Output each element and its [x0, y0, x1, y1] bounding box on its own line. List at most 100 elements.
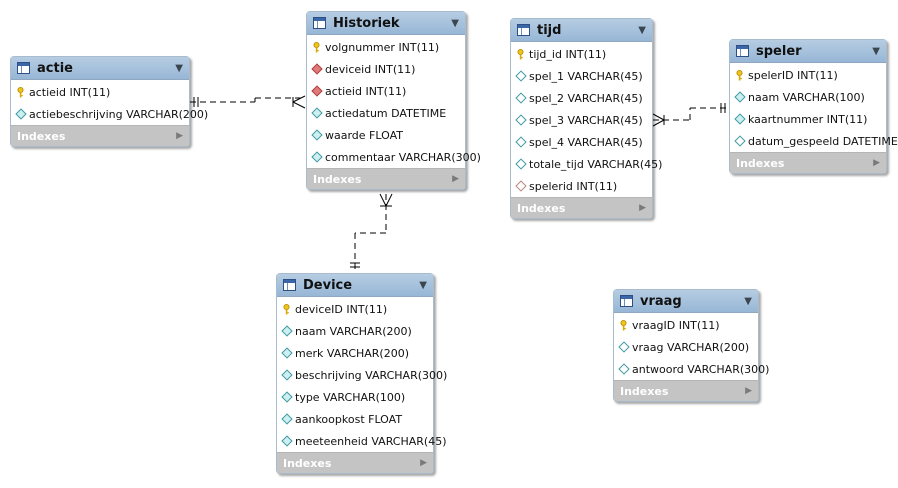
table-header[interactable]: tijd▼: [511, 19, 652, 42]
column-row[interactable]: spel_4 VARCHAR(45): [511, 131, 652, 153]
column-row[interactable]: spel_2 VARCHAR(45): [511, 87, 652, 109]
column-list: spelerID INT(11)naam VARCHAR(100)kaartnu…: [730, 63, 898, 152]
foreign-key-icon: [310, 85, 323, 97]
indexes-label: Indexes: [736, 156, 785, 170]
collapse-arrow-icon[interactable]: ▼: [872, 45, 880, 57]
column-row[interactable]: beschrijving VARCHAR(300): [277, 364, 447, 386]
expand-arrow-icon[interactable]: ▶: [452, 174, 459, 184]
column-row[interactable]: vraagID INT(11): [614, 314, 758, 336]
nullable-column-icon: [733, 135, 746, 147]
column-label: meeteenheid VARCHAR(45): [295, 434, 447, 448]
foreign-key-icon: [310, 63, 323, 75]
column-row[interactable]: naam VARCHAR(200): [277, 320, 433, 342]
column-row[interactable]: merk VARCHAR(200): [277, 342, 433, 364]
expand-arrow-icon[interactable]: ▶: [873, 158, 880, 168]
column-row[interactable]: type VARCHAR(100): [277, 386, 433, 408]
column-row[interactable]: spelerID INT(11): [730, 64, 886, 86]
expand-arrow-icon[interactable]: ▶: [176, 131, 183, 141]
collapse-arrow-icon[interactable]: ▼: [451, 17, 459, 29]
column-label: deviceID INT(11): [295, 302, 388, 316]
indexes-bar[interactable]: Indexes ▶: [730, 152, 886, 173]
column-row[interactable]: spel_3 VARCHAR(45): [511, 109, 652, 131]
column-row[interactable]: deviceid INT(11): [307, 58, 465, 80]
table-historiek[interactable]: Historiek ▼ volgnummer INT(11)deviceid INT…: [306, 11, 481, 190]
column-icon: [280, 369, 293, 381]
key-icon: [516, 48, 525, 59]
key-icon: [16, 86, 25, 97]
expand-arrow-icon[interactable]: ▶: [420, 458, 427, 468]
column-row[interactable]: actiebeschrijving VARCHAR(200): [11, 103, 208, 125]
table-header[interactable]: speler ▼: [730, 40, 886, 63]
table-tijd[interactable]: tijd▼tijd_id INT(11) spel_1 VARCHAR(45) sp…: [510, 18, 662, 219]
expand-arrow-icon[interactable]: ▶: [745, 386, 752, 396]
column-label: vraag VARCHAR(200): [632, 340, 750, 354]
table-speler[interactable]: speler ▼ spelerID INT(11)naam VARCHAR(100)…: [729, 39, 898, 174]
column-label: spel_3 VARCHAR(45): [529, 113, 643, 127]
table-header[interactable]: actie ▼: [11, 57, 189, 80]
table-actie[interactable]: actie ▼ actieid INT(11) actiebeschrijving V…: [10, 56, 208, 147]
column-label: merk VARCHAR(200): [295, 346, 410, 360]
column-icon: [280, 347, 293, 359]
column-row[interactable]: datum_gespeeld DATETIME: [730, 130, 898, 152]
indexes-bar[interactable]: Indexes ▶: [307, 168, 465, 189]
column-label: naam VARCHAR(200): [295, 324, 412, 338]
table-title: actie: [37, 60, 73, 76]
column-label: spel_1 VARCHAR(45): [529, 69, 643, 83]
column-row[interactable]: naam VARCHAR(100): [730, 86, 886, 108]
collapse-arrow-icon[interactable]: ▼: [638, 24, 646, 36]
indexes-bar[interactable]: Indexes▶: [11, 125, 189, 146]
many-mark-historiek-left: [292, 95, 306, 109]
table-icon: [736, 45, 749, 57]
column-row[interactable]: vraag VARCHAR(200): [614, 336, 758, 358]
column-list: deviceID INT(11) naam VARCHAR(200) merk VA…: [277, 297, 447, 452]
column-list: tijd_id INT(11) spel_1 VARCHAR(45) spel_2 …: [511, 42, 662, 197]
column-label: totale_tijd VARCHAR(45): [529, 157, 663, 171]
table-icon: [283, 279, 296, 291]
nullable-column-icon: [514, 70, 527, 82]
nullable-column-icon: [514, 92, 527, 104]
table-header[interactable]: vraag▼: [614, 290, 758, 313]
collapse-arrow-icon[interactable]: ▼: [744, 295, 752, 307]
column-row[interactable]: meeteenheid VARCHAR(45): [277, 430, 447, 452]
column-row[interactable]: spelerid INT(11): [511, 175, 652, 197]
table-title: speler: [756, 43, 802, 59]
nullable-foreign-key-icon: [514, 180, 527, 192]
column-row[interactable]: aankoopkost FLOAT: [277, 408, 433, 430]
column-label: beschrijving VARCHAR(300): [295, 368, 448, 382]
column-icon: [14, 108, 27, 120]
column-label: actieid INT(11): [29, 85, 111, 99]
indexes-label: Indexes: [620, 384, 669, 398]
column-icon: [280, 413, 293, 425]
column-row[interactable]: totale_tijd VARCHAR(45): [511, 153, 662, 175]
column-row[interactable]: actieid INT(11): [11, 81, 189, 103]
indexes-bar[interactable]: Indexes▶: [277, 452, 433, 473]
column-row[interactable]: antwoord VARCHAR(300): [614, 358, 769, 380]
column-label: vraagID INT(11): [632, 318, 720, 332]
indexes-label: Indexes: [517, 201, 566, 215]
column-row[interactable]: volgnummer INT(11): [307, 36, 465, 58]
nullable-column-icon: [514, 136, 527, 148]
column-row[interactable]: tijd_id INT(11): [511, 43, 652, 65]
column-row[interactable]: actieid INT(11): [307, 80, 465, 102]
table-vraag[interactable]: vraag▼ vraagID INT(11) vraag VARCHAR(200) a…: [613, 289, 769, 402]
column-icon: [310, 151, 323, 163]
table-header[interactable]: Historiek ▼: [307, 12, 465, 35]
table-device[interactable]: Device▼ deviceID INT(11) naam VARCHAR(200)…: [276, 273, 447, 474]
indexes-bar[interactable]: Indexes ▶: [511, 197, 652, 218]
collapse-arrow-icon[interactable]: ▼: [419, 279, 427, 291]
column-row[interactable]: waarde FLOAT: [307, 124, 465, 146]
nullable-column-icon: [617, 363, 630, 375]
expand-arrow-icon[interactable]: ▶: [639, 203, 646, 213]
table-title: Historiek: [333, 15, 400, 31]
column-row[interactable]: spel_1 VARCHAR(45): [511, 65, 652, 87]
table-header[interactable]: Device▼: [277, 274, 433, 297]
indexes-bar[interactable]: Indexes ▶: [614, 380, 758, 401]
column-row[interactable]: commentaar VARCHAR(300): [307, 146, 481, 168]
collapse-arrow-icon[interactable]: ▼: [175, 62, 183, 74]
column-row[interactable]: kaartnummer INT(11): [730, 108, 886, 130]
column-icon: [280, 325, 293, 337]
column-label: commentaar VARCHAR(300): [325, 150, 481, 164]
column-row[interactable]: deviceID INT(11): [277, 298, 433, 320]
indexes-label: Indexes: [313, 172, 362, 186]
column-row[interactable]: actiedatum DATETIME: [307, 102, 465, 124]
